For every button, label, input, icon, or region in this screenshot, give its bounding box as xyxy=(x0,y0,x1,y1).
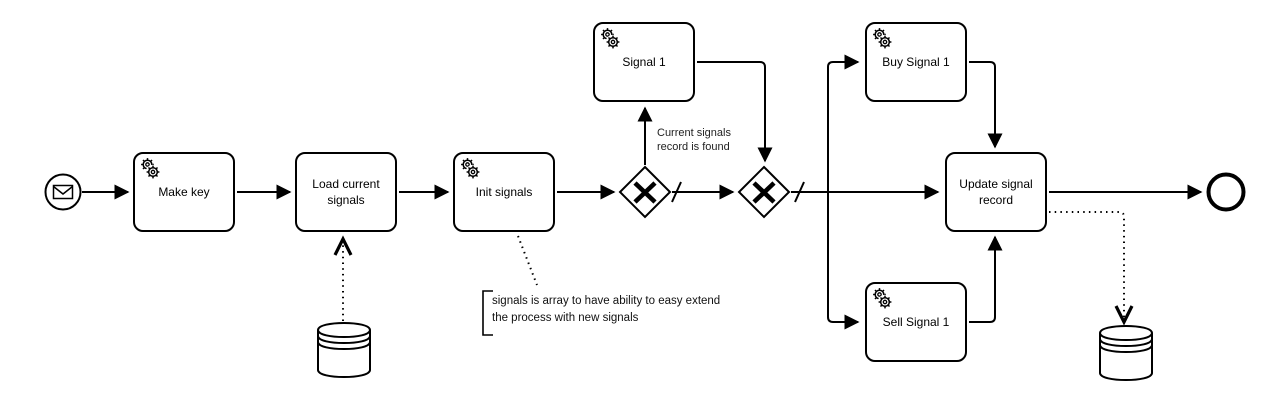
task-label: Load current signals xyxy=(312,177,380,207)
service-gear-icon xyxy=(459,157,483,181)
service-gear-icon xyxy=(599,27,623,51)
annotation-bracket xyxy=(482,290,493,336)
datastore-rings-icon xyxy=(1099,332,1153,353)
task-label: Make key xyxy=(158,185,210,199)
flow-gateway2-to-sell[interactable] xyxy=(827,192,860,330)
flow-condition-label: Current signals record is found xyxy=(657,127,731,153)
default-flow-marker xyxy=(671,181,682,203)
association-update-to-datastore-right[interactable] xyxy=(1049,211,1134,326)
service-gear-icon xyxy=(871,27,895,51)
associations xyxy=(333,211,1134,326)
text-annotation: signals is array to have ability to easy… xyxy=(492,295,721,324)
task-update-signal-record[interactable]: Update signal record xyxy=(945,152,1047,232)
task-load-current-signals[interactable]: Load current signals xyxy=(295,152,397,232)
task-label: Sell Signal 1 xyxy=(882,315,950,329)
end-event[interactable] xyxy=(1206,172,1246,212)
task-sell-signal-1[interactable]: Sell Signal 1 xyxy=(865,282,967,362)
task-label: Buy Signal 1 xyxy=(882,55,950,69)
service-gear-icon xyxy=(871,287,895,311)
exclusive-gateway-1[interactable] xyxy=(618,165,672,219)
x-marker-icon xyxy=(752,181,776,204)
flow-gateway2-to-buy[interactable] xyxy=(827,54,860,192)
start-event-message[interactable] xyxy=(44,173,82,211)
exclusive-gateway-2[interactable] xyxy=(737,165,791,219)
task-label: Update signal record xyxy=(959,177,1033,207)
task-init-signals[interactable]: Init signals xyxy=(453,152,555,232)
task-signal-1[interactable]: Signal 1 xyxy=(593,22,695,102)
association-init-to-annotation[interactable] xyxy=(517,235,538,286)
datastore-left[interactable] xyxy=(317,322,371,378)
task-make-key[interactable]: Make key xyxy=(133,152,235,232)
task-buy-signal-1[interactable]: Buy Signal 1 xyxy=(865,22,967,102)
flow-sell-to-update[interactable] xyxy=(969,235,1003,323)
datastore-rings-icon xyxy=(317,329,371,350)
x-marker-icon xyxy=(633,181,657,204)
datastore-right[interactable] xyxy=(1099,325,1153,381)
envelope-icon xyxy=(52,184,74,200)
sequence-flows xyxy=(82,54,1203,330)
default-flow-marker xyxy=(794,181,805,203)
flow-signal1-to-gateway2[interactable] xyxy=(697,61,773,163)
task-label: Init signals xyxy=(475,185,533,199)
service-gear-icon xyxy=(139,157,163,181)
flow-buy-to-update[interactable] xyxy=(969,61,1003,149)
task-label: Signal 1 xyxy=(622,55,666,69)
